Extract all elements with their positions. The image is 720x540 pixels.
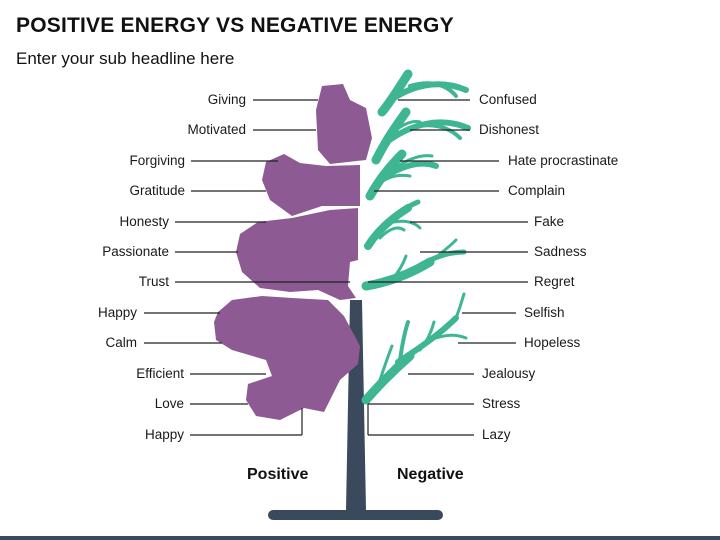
positive-label-9: Calm bbox=[105, 335, 137, 350]
positive-label-4: Gratitude bbox=[129, 183, 185, 198]
positive-label-3: Forgiving bbox=[129, 153, 185, 168]
negative-branch-5 bbox=[361, 238, 467, 291]
positive-label-10: Efficient bbox=[136, 366, 184, 381]
negative-branch-1 bbox=[377, 69, 469, 117]
positive-label-2: Motivated bbox=[187, 122, 246, 137]
negative-branch-4 bbox=[364, 199, 422, 250]
positive-blob-3 bbox=[236, 208, 358, 300]
page-subtitle: Enter your sub headline here bbox=[16, 49, 235, 68]
negative-label-2: Dishonest bbox=[479, 122, 540, 137]
positive-heading: Positive bbox=[247, 466, 309, 483]
negative-connectors bbox=[367, 99, 528, 436]
negative-branch-2 bbox=[371, 107, 471, 165]
positive-blob-4 bbox=[214, 296, 360, 420]
positive-label-1: Giving bbox=[207, 92, 246, 107]
negative-label-11: Stress bbox=[482, 396, 521, 411]
negative-label-1: Confused bbox=[479, 92, 537, 107]
negative-label-9: Hopeless bbox=[524, 335, 581, 350]
positive-label-6: Passionate bbox=[102, 244, 169, 259]
positive-blob-2 bbox=[262, 154, 360, 216]
negative-branch-6 bbox=[361, 292, 468, 405]
negative-label-12: Lazy bbox=[482, 427, 511, 442]
positive-label-11: Love bbox=[154, 396, 184, 411]
positive-label-12: Happy bbox=[144, 427, 184, 442]
negative-branches bbox=[361, 69, 471, 405]
positive-label-5: Honesty bbox=[119, 214, 169, 229]
positive-shapes bbox=[214, 84, 372, 420]
negative-label-10: Jealousy bbox=[482, 366, 536, 381]
footer-bar bbox=[0, 536, 720, 540]
negative-label-7: Regret bbox=[534, 274, 575, 289]
negative-branch-3 bbox=[365, 149, 439, 201]
page-title: POSITIVE ENERGY VS NEGATIVE ENERGY bbox=[16, 14, 454, 37]
negative-label-6: Sadness bbox=[534, 244, 587, 259]
positive-label-8: Happy bbox=[97, 305, 137, 320]
negative-label-3: Hate procrastinate bbox=[508, 153, 619, 168]
negative-label-8: Selfish bbox=[524, 305, 565, 320]
negative-heading: Negative bbox=[397, 466, 464, 483]
positive-label-7: Trust bbox=[138, 274, 169, 289]
negative-label-5: Fake bbox=[534, 214, 565, 229]
negative-label-4: Complain bbox=[508, 183, 566, 198]
positive-blob-1 bbox=[316, 84, 372, 164]
positive-connectors bbox=[144, 99, 350, 436]
